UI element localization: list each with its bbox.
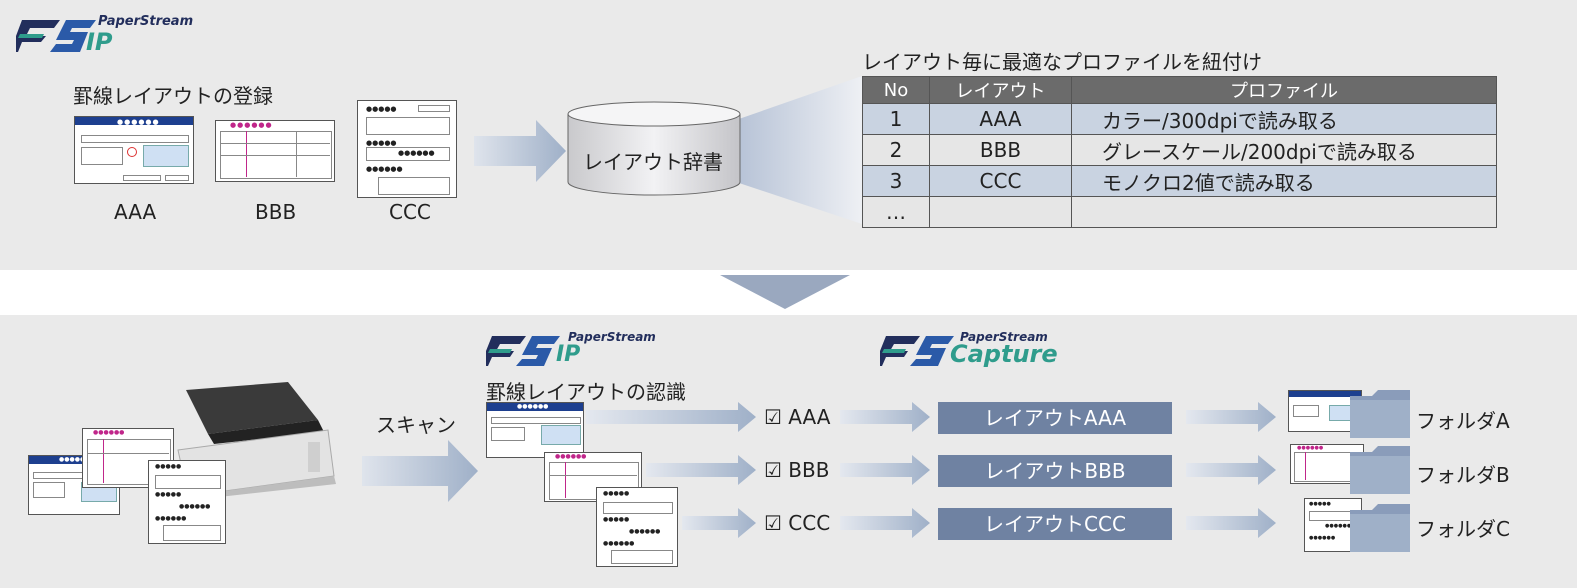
- table-cell: カラー/300dpiで読み取る: [1071, 103, 1497, 135]
- table-caption: レイアウト毎に最適なプロファイルを紐付け: [862, 50, 1262, 74]
- folder-label-c: フォルダC: [1416, 517, 1510, 541]
- table-row: 3 CCC モノクロ2値で読み取る: [862, 165, 1497, 197]
- scanned-doc-ccc: ●●●●● ●●●●● ●●●●●● ●●●●●●: [148, 460, 226, 544]
- recognized-doc-ccc: ●●●●● ●●●●● ●●●●●● ●●●●●●: [596, 487, 678, 567]
- paperstream-wordmark: PaperStream: [568, 330, 656, 344]
- paperstream-capture-logo-icon: [880, 336, 954, 366]
- table-cell: AAA: [929, 103, 1072, 135]
- paperstream-logo-icon: [486, 336, 560, 366]
- check-ccc: ☑ CCC: [764, 511, 831, 535]
- table-cell: グレースケール/200dpiで読み取る: [1071, 134, 1497, 166]
- layout-box-aaa: レイアウトAAA: [938, 402, 1172, 434]
- flow-arrow-icon: [586, 402, 756, 432]
- register-arrow-icon: [474, 120, 566, 182]
- folder-label-a: フォルダA: [1416, 409, 1510, 433]
- table-cell: …: [862, 196, 930, 228]
- table-cell: 2: [862, 134, 930, 166]
- table-row: …: [862, 196, 1497, 228]
- table-cell: [1071, 196, 1497, 228]
- table-cell: [929, 196, 1072, 228]
- paperstream-wordmark: PaperStream: [98, 14, 194, 29]
- check-aaa: ☑ AAA: [764, 405, 831, 429]
- flow-arrow-icon: [646, 455, 756, 485]
- layout-box-ccc: レイアウトCCC: [938, 508, 1172, 540]
- dictionary-beam: [736, 76, 862, 224]
- flow-arrow-icon: [1186, 508, 1276, 538]
- paperstream-wordmark: PaperStream: [960, 330, 1048, 344]
- table-row: 2 BBB グレースケール/200dpiで読み取る: [862, 134, 1497, 166]
- template-doc-ccc: ●●●●● ●●●●● ●●●●●● ●●●●●●: [357, 100, 457, 198]
- folder-icon: [1350, 504, 1410, 552]
- register-title: 罫線レイアウトの登録: [73, 84, 273, 108]
- folder-icon: [1350, 390, 1410, 438]
- table-cell: 1: [862, 103, 930, 135]
- table-cell: BBB: [929, 134, 1072, 166]
- ip-wordmark: IP: [86, 28, 113, 56]
- column-header: No: [862, 76, 930, 104]
- layout-dictionary-cylinder: [567, 101, 741, 196]
- paperstream-logo-icon: [16, 20, 96, 52]
- template-doc-bbb: ●●●●●●: [215, 120, 335, 182]
- flow-arrow-icon: [840, 508, 930, 538]
- flow-arrow-icon: [1186, 402, 1276, 432]
- capture-wordmark: Capture: [950, 340, 1058, 368]
- recognized-doc-aaa: ●●●●●●: [486, 402, 584, 458]
- table-row: 1 AAA カラー/300dpiで読み取る: [862, 103, 1497, 135]
- layout-box-bbb: レイアウトBBB: [938, 455, 1172, 487]
- template-doc-aaa: ●●●●●●: [74, 116, 194, 184]
- table-cell: 3: [862, 165, 930, 197]
- table-cell: CCC: [929, 165, 1072, 197]
- flow-arrow-icon: [840, 402, 930, 432]
- check-bbb: ☑ BBB: [764, 458, 830, 482]
- template-label-bbb: BBB: [255, 200, 297, 224]
- down-arrow-icon: [720, 275, 850, 309]
- column-header: プロファイル: [1071, 76, 1497, 104]
- template-label-aaa: AAA: [114, 200, 157, 224]
- profile-table: No レイアウト プロファイル 1 AAA カラー/300dpiで読み取る 2 …: [862, 76, 1497, 228]
- scan-arrow-icon: [362, 440, 478, 502]
- dictionary-label: レイアウト辞書: [583, 150, 723, 174]
- folder-icon: [1350, 446, 1410, 494]
- ip-wordmark: IP: [556, 342, 581, 367]
- flow-arrow-icon: [682, 508, 756, 538]
- scan-label: スキャン: [376, 413, 456, 437]
- template-label-ccc: CCC: [389, 200, 431, 224]
- flow-arrow-icon: [840, 455, 930, 485]
- flow-arrow-icon: [1186, 455, 1276, 485]
- table-header-row: No レイアウト プロファイル: [862, 76, 1497, 104]
- table-cell: モノクロ2値で読み取る: [1071, 165, 1497, 197]
- column-header: レイアウト: [929, 76, 1072, 104]
- recognize-title: 罫線レイアウトの認識: [486, 380, 686, 404]
- folder-label-b: フォルダB: [1416, 463, 1510, 487]
